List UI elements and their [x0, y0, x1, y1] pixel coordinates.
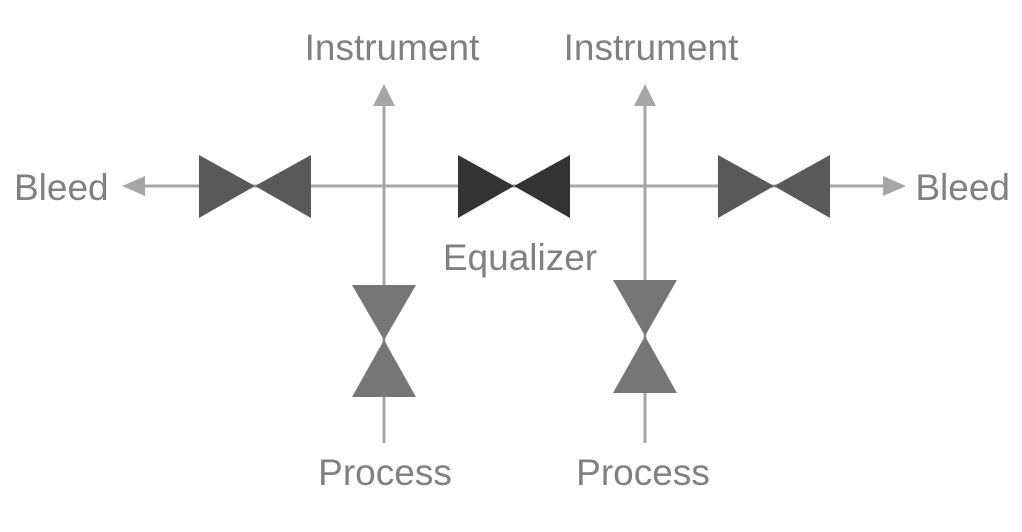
- instrument-left-arrow: [373, 84, 395, 106]
- bleed-right-label: Bleed: [915, 167, 1010, 208]
- instrument-right-label: Instrument: [564, 27, 740, 68]
- bleed-left-label: Bleed: [14, 167, 109, 208]
- bleed-valve-left: [199, 155, 311, 218]
- bleed-right-arrow: [883, 176, 906, 196]
- equalizer-valve: [458, 155, 570, 218]
- process-valve-left: [352, 285, 416, 397]
- process-left-label: Process: [318, 452, 452, 493]
- process-right-label: Process: [576, 452, 710, 493]
- bleed-left-arrow: [122, 176, 145, 196]
- process-valve-right: [613, 280, 677, 393]
- equalizer-label: Equalizer: [443, 237, 597, 278]
- instrument-left-label: Instrument: [305, 27, 481, 68]
- instrument-right-arrow: [634, 84, 656, 106]
- bleed-valve-right: [718, 155, 830, 218]
